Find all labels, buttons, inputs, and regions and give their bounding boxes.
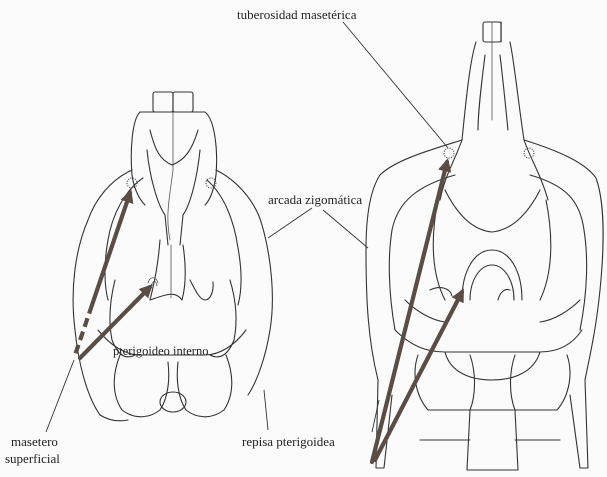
label-tuberosity: tuberosidad masetérica bbox=[237, 7, 357, 22]
zygomatic-right-leader bbox=[323, 210, 368, 248]
label-internal-pterygoid: pterigoideo interno bbox=[113, 344, 208, 358]
tuberosity-leader bbox=[343, 22, 448, 148]
masseter-leader bbox=[46, 360, 74, 432]
label-zygomatic-arch: arcada zigomática bbox=[268, 192, 362, 207]
zygomatic-left-leader bbox=[268, 208, 312, 238]
muscle-arrows bbox=[74, 162, 462, 462]
label-pterygoid-shelf: repisa pterigoidea bbox=[242, 434, 335, 449]
label-masseter-line2: superficial bbox=[5, 451, 60, 466]
right-masseter-arrow bbox=[372, 162, 447, 462]
shelf-leader-left bbox=[264, 390, 268, 430]
label-masseter-line1: masetero bbox=[11, 434, 58, 449]
right-pterygoid-arrow bbox=[375, 292, 462, 460]
left-masseter-arrow bbox=[92, 193, 130, 305]
shelf-leader-right bbox=[372, 400, 379, 432]
right-skull-drawing bbox=[366, 22, 603, 470]
left-skull-drawing bbox=[73, 92, 272, 421]
leader-lines bbox=[46, 22, 448, 432]
